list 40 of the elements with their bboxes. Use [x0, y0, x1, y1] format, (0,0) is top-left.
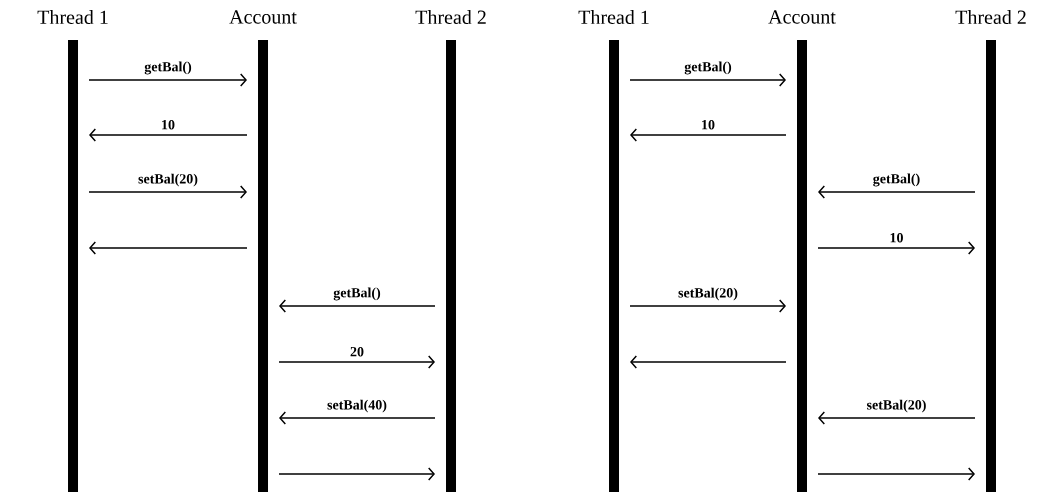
lifeline: Thread 2: [415, 9, 486, 492]
lifeline: Thread 1: [578, 9, 649, 492]
lifeline: Account: [229, 10, 297, 492]
edge-label: setBal(20): [676, 286, 740, 302]
lifeline: Thread 1: [37, 9, 108, 492]
arrow: [278, 467, 435, 481]
edge-label: getBal(): [871, 172, 922, 188]
edge-label: 10: [159, 118, 177, 131]
node-label: Thread 2: [955, 9, 1026, 25]
edge-label: 10: [699, 118, 717, 131]
node-label: Account: [768, 10, 836, 24]
edge-label: 20: [348, 345, 366, 358]
lifeline: Account: [768, 10, 836, 492]
node-label: Thread 1: [37, 9, 108, 25]
node-label: Account: [229, 10, 297, 24]
edge-label: getBal(): [682, 60, 734, 76]
arrow: [818, 185, 976, 199]
node-label: Thread 2: [415, 9, 486, 25]
arrow: [817, 467, 975, 481]
arrow: [88, 185, 247, 199]
arrow: [89, 241, 248, 255]
arrow: [630, 128, 787, 142]
edge-label: getBal(): [331, 286, 383, 302]
arrow: [818, 411, 976, 425]
arrow: [629, 73, 786, 87]
arrow: [630, 355, 787, 369]
edge-label: getBal(): [142, 60, 194, 76]
arrow: [817, 241, 975, 255]
arrow: [89, 128, 248, 142]
edge-label: 10: [888, 231, 905, 244]
arrow: [88, 73, 247, 87]
edge-label: setBal(20): [865, 398, 928, 414]
arrow: [279, 299, 436, 313]
arrow: [279, 411, 436, 425]
edge-label: setBal(40): [325, 398, 389, 414]
arrow: [629, 299, 786, 313]
node-label: Thread 1: [578, 9, 649, 25]
edge-label: setBal(20): [136, 172, 200, 188]
arrow: [278, 355, 435, 369]
lifeline: Thread 2: [955, 9, 1026, 492]
